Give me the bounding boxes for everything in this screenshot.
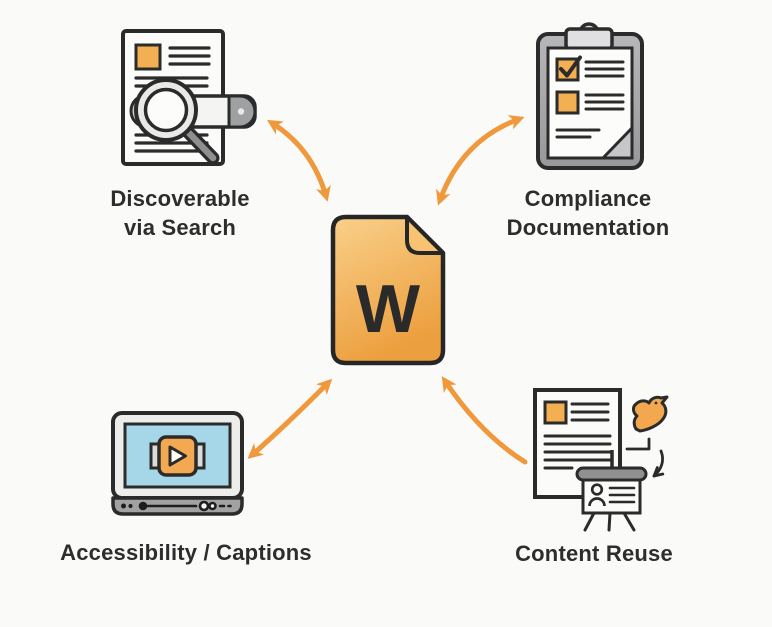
presentation-easel-icon [575, 450, 648, 532]
video-player-icon [111, 411, 244, 516]
curved-down-arrow-icon [652, 449, 665, 478]
label-line: Discoverable [110, 186, 250, 211]
label-line: Accessibility / Captions [60, 540, 312, 565]
center-doc-letter: W [356, 271, 421, 347]
label-compliance-documentation: Compliance Documentation [463, 185, 713, 242]
orange-square [543, 400, 568, 425]
connector-arrows [247, 115, 528, 465]
label-line: Content Reuse [515, 541, 673, 566]
play-triangle-icon [168, 445, 187, 467]
scan-bar-dot [237, 108, 245, 115]
folded-corner [405, 215, 445, 255]
label-discoverable-via-search: Discoverable via Search [55, 185, 305, 242]
person-head-icon [590, 483, 604, 496]
text-lines [555, 60, 625, 139]
magnifier-icon [134, 78, 220, 165]
control-bar-lines [146, 500, 232, 512]
checkmark-icon [559, 55, 582, 78]
clipboard-checklist-icon [536, 22, 644, 170]
playhead-knob [138, 501, 148, 511]
bird-eye [654, 401, 658, 405]
easel-top-bar [575, 466, 648, 482]
connector-bracket [625, 437, 651, 451]
easel-board [581, 478, 642, 515]
text-lines [543, 402, 612, 470]
board-lines [608, 486, 636, 504]
document-with-magnifier-icon [121, 29, 257, 166]
label-accessibility-captions: Accessibility / Captions [36, 539, 336, 568]
twitter-bird-icon [632, 395, 669, 433]
arrow-center-accessibility [247, 378, 333, 459]
label-line: via Search [123, 214, 237, 240]
word-document-icon: W [330, 214, 446, 366]
clipboard-clip [564, 27, 614, 51]
label-line: Compliance [524, 186, 652, 211]
arrow-reuse-center [441, 376, 528, 465]
document-bird-presentation-icon [533, 388, 669, 532]
checkbox-unchecked [555, 90, 580, 115]
easel-legs [583, 511, 636, 532]
arrow-center-search [266, 119, 331, 202]
control-bar-controls [121, 501, 148, 511]
label-line: Documentation [506, 214, 670, 240]
label-content-reuse: Content Reuse [469, 540, 719, 569]
orange-square [134, 43, 162, 71]
person-shoulders-icon [588, 497, 606, 507]
arrow-center-compliance [436, 115, 525, 206]
folded-corner [601, 126, 634, 160]
